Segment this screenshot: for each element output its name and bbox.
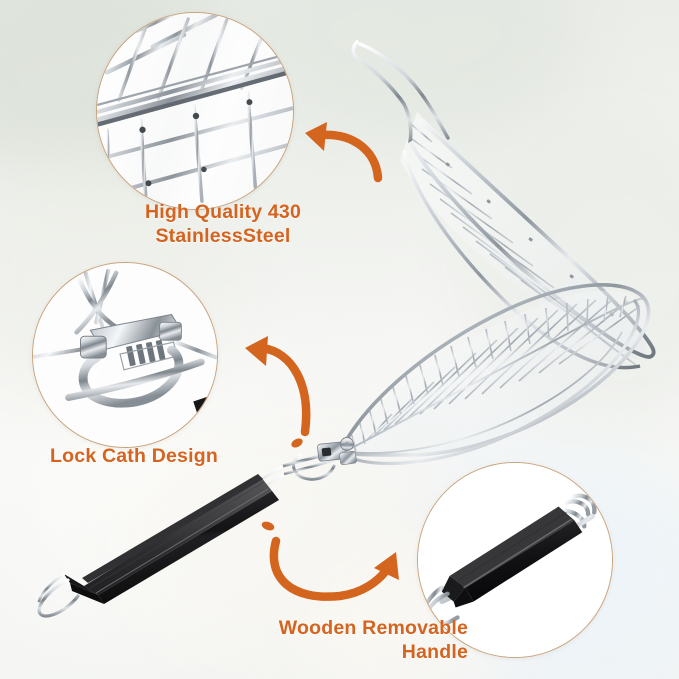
hanging-loop [37, 572, 80, 618]
callout-label-lock-catch: Lock Cath Design [50, 445, 218, 467]
callout-label-removable-handle: Wooden Removable Handle [278, 617, 468, 663]
lower-basket-tray [338, 283, 651, 466]
curved-arrow-up-left-icon [305, 122, 383, 183]
callout-label-stainless-steel: High Quality 430 StainlessSteel [145, 201, 301, 247]
removable-handle-closeup-icon [418, 463, 612, 657]
handle [64, 465, 285, 604]
curved-arrow-up-right-icon [261, 521, 399, 601]
curved-arrow-left-icon [245, 336, 311, 448]
lock-catch [282, 437, 357, 481]
wire-mesh-closeup-icon [97, 13, 293, 209]
lock-catch-closeup-icon [33, 263, 217, 447]
callout-circle-stainless-steel[interactable] [96, 12, 294, 210]
callout-circle-lock-catch[interactable] [32, 262, 218, 448]
callout-circle-removable-handle[interactable] [417, 462, 613, 658]
